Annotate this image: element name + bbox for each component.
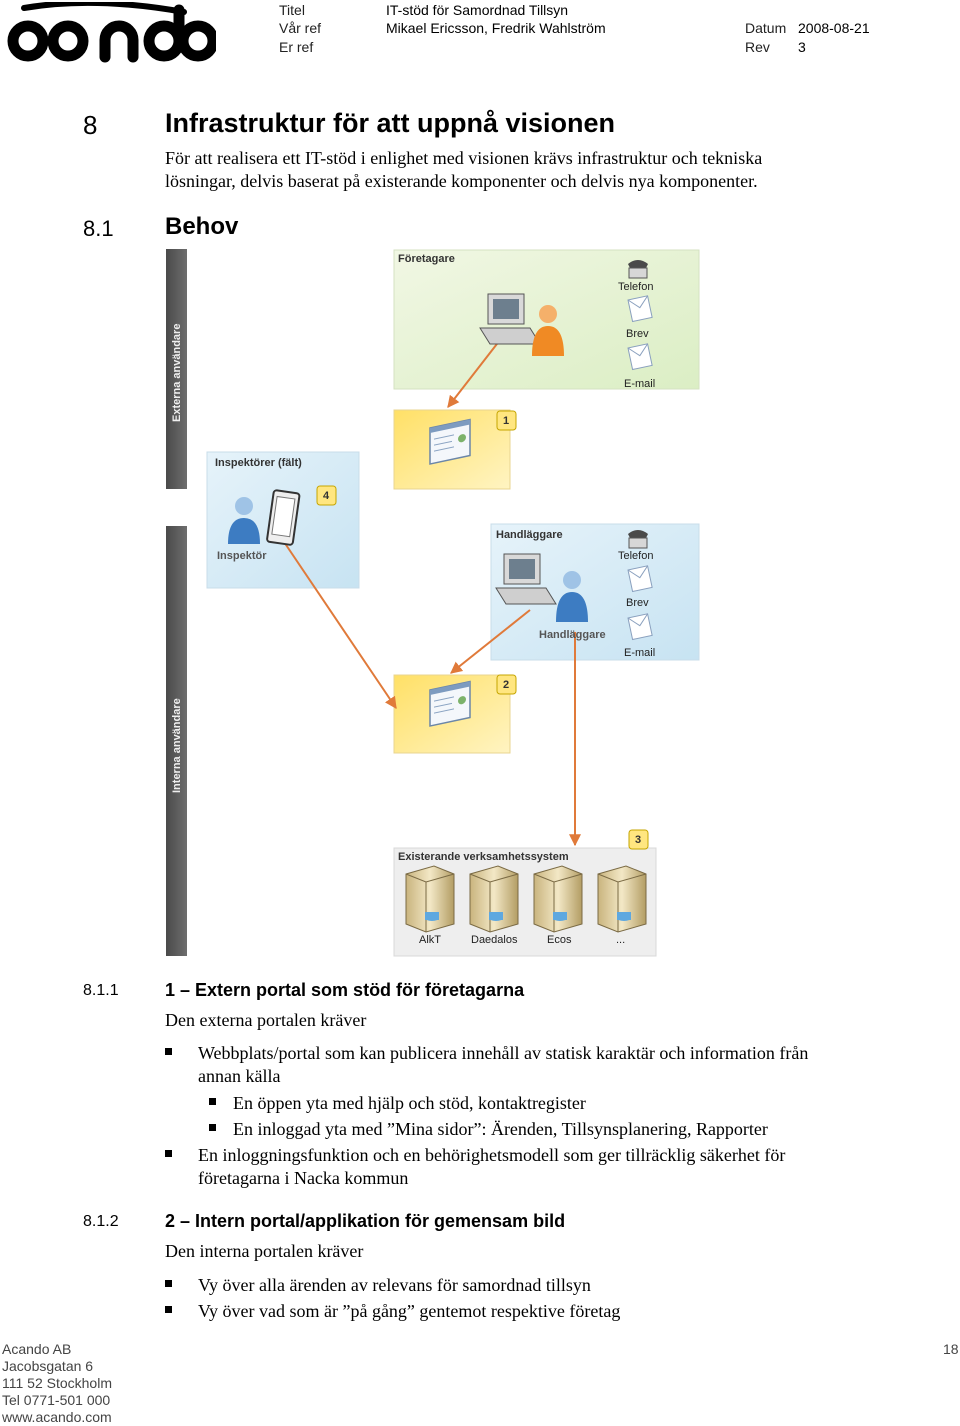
page-number: 18 xyxy=(943,1341,959,1357)
section-number: 8 xyxy=(83,110,98,140)
badge-1 xyxy=(496,410,517,431)
section-title: Infrastruktur för att uppnå visionen xyxy=(165,108,616,138)
s812-number: 8.1.2 xyxy=(83,1213,119,1230)
arrow-foretagare-to-portal1 xyxy=(447,339,501,408)
handlaggare-email-icon xyxy=(627,613,653,641)
system-label-ecos: Ecos xyxy=(547,934,572,946)
existerande-label: Existerande verksamhetssystem xyxy=(398,851,569,863)
titel-value: IT-stöd för Samordnad Tillsyn xyxy=(386,2,569,18)
footer-web[interactable]: www.acando.com xyxy=(2,1409,112,1425)
external-users-band xyxy=(166,249,187,489)
system-label-daedalos: Daedalos xyxy=(471,934,518,946)
footer-address: Acando AB Jacobsgatan 6 111 52 Stockholm… xyxy=(2,1341,112,1426)
bullet-square-icon xyxy=(165,1306,172,1313)
section-intro-line1: För att realisera ett IT-stöd i enlighet… xyxy=(165,148,763,168)
section-intro-line2: lösningar, delvis baserat på existerande… xyxy=(165,171,758,191)
badge-2 xyxy=(496,674,517,695)
handlaggare-email-label: E-mail xyxy=(624,647,655,659)
handlaggare-computer-icon xyxy=(495,553,557,605)
handlaggare-phone-icon xyxy=(628,530,648,549)
var-ref-label: Vår ref xyxy=(279,20,322,36)
footer-city: 111 52 Stockholm xyxy=(2,1375,112,1391)
datum-value: 2008-08-21 xyxy=(798,20,870,36)
badge-4 xyxy=(316,485,337,506)
footer-phone: Tel 0771-501 000 xyxy=(2,1392,111,1408)
s811-intro: Den externa portalen kräver xyxy=(165,1010,367,1030)
system-label-alkt: AlkT xyxy=(419,934,441,946)
band-external-label: Externa användare xyxy=(171,324,183,422)
arrow-handlaggare-to-portal2 xyxy=(450,609,531,674)
subsection-title: Behov xyxy=(165,213,239,240)
badge-2-label: 2 xyxy=(503,679,509,691)
s811-bullet-1-line2: annan källa xyxy=(198,1066,281,1086)
handlaggare-person-icon xyxy=(556,571,588,622)
s811-bullet-2-line1: En inloggningsfunktion och en behörighet… xyxy=(198,1145,786,1165)
bullet-square-icon xyxy=(165,1280,172,1287)
tablet-icon xyxy=(266,489,301,546)
s811-number: 8.1.1 xyxy=(83,982,119,999)
foretagare-label: Företagare xyxy=(398,253,455,265)
s811-title: 1 – Extern portal som stöd för företagar… xyxy=(165,980,525,1000)
badge-3-label: 3 xyxy=(635,834,641,846)
badge-3 xyxy=(628,829,649,850)
bullet-square-icon xyxy=(209,1098,216,1105)
acando-logo: acando xyxy=(4,0,219,64)
badge-4-label: 4 xyxy=(323,490,330,502)
arrow-inspektor-to-portal2 xyxy=(277,532,397,709)
rev-label: Rev xyxy=(745,39,770,55)
s811-bullet-1a-text: En öppen yta med hjälp och stöd, kontakt… xyxy=(233,1093,586,1113)
bullet-square-icon xyxy=(165,1150,172,1157)
inspektorer-label: Inspektörer (fält) xyxy=(215,457,302,469)
s812-intro: Den interna portalen kräver xyxy=(165,1241,364,1261)
handlaggare-person-label: Handläggare xyxy=(539,629,606,641)
server-icon-ecos xyxy=(533,865,583,933)
footer-street: Jacobsgatan 6 xyxy=(2,1358,94,1374)
s812-bullet-1-text: Vy över alla ärenden av relevans för sam… xyxy=(198,1275,591,1295)
server-icon-more xyxy=(597,865,647,933)
rev-value: 3 xyxy=(798,39,806,55)
brev-label: Brev xyxy=(626,328,649,340)
server-icon-alkt xyxy=(405,865,455,933)
person-icon xyxy=(532,305,564,356)
s811-bullet-1-line1: Webbplats/portal som kan publicera inneh… xyxy=(198,1043,809,1063)
handlaggare-brev-label: Brev xyxy=(626,597,649,609)
subsection-number: 8.1 xyxy=(83,216,114,241)
s812-title: 2 – Intern portal/applikation för gemens… xyxy=(165,1211,566,1231)
inspektor-label: Inspektör xyxy=(217,550,267,562)
var-ref-value: Mikael Ericsson, Fredrik Wahlström xyxy=(386,20,606,36)
s811-bullet-1b-text: En inloggad yta med ”Mina sidor”: Ärende… xyxy=(233,1119,768,1139)
handlaggare-telefon-label: Telefon xyxy=(618,550,653,562)
handlaggare-letter-icon xyxy=(627,565,653,593)
logo-mark xyxy=(7,0,219,63)
system-label-more: ... xyxy=(616,934,625,946)
badge-1-label: 1 xyxy=(503,415,509,427)
internal-users-band xyxy=(166,526,187,956)
email-icon xyxy=(627,343,653,371)
server-icon-daedalos xyxy=(469,865,519,933)
letter-icon xyxy=(627,295,653,323)
inspektor-person-icon xyxy=(228,497,260,544)
datum-label: Datum xyxy=(745,20,787,36)
band-internal-label: Interna användare xyxy=(171,698,183,793)
s811-bullet-2-line2: företagarna i Nacka kommun xyxy=(198,1168,409,1188)
titel-label: Titel xyxy=(279,2,305,18)
bullet-square-icon xyxy=(209,1124,216,1131)
phone-icon xyxy=(628,260,648,279)
s812-bullet-2-text: Vy över vad som är ”på gång” gentemot re… xyxy=(198,1301,621,1321)
portal-2-window-icon xyxy=(429,680,471,727)
telefon-label: Telefon xyxy=(618,281,653,293)
er-ref-label: Er ref xyxy=(279,39,314,55)
bullet-square-icon xyxy=(165,1048,172,1055)
footer-company: Acando AB xyxy=(2,1341,72,1357)
email-label: E-mail xyxy=(624,378,655,390)
portal-1-window-icon xyxy=(429,418,471,465)
handlaggare-box-label: Handläggare xyxy=(496,529,563,541)
